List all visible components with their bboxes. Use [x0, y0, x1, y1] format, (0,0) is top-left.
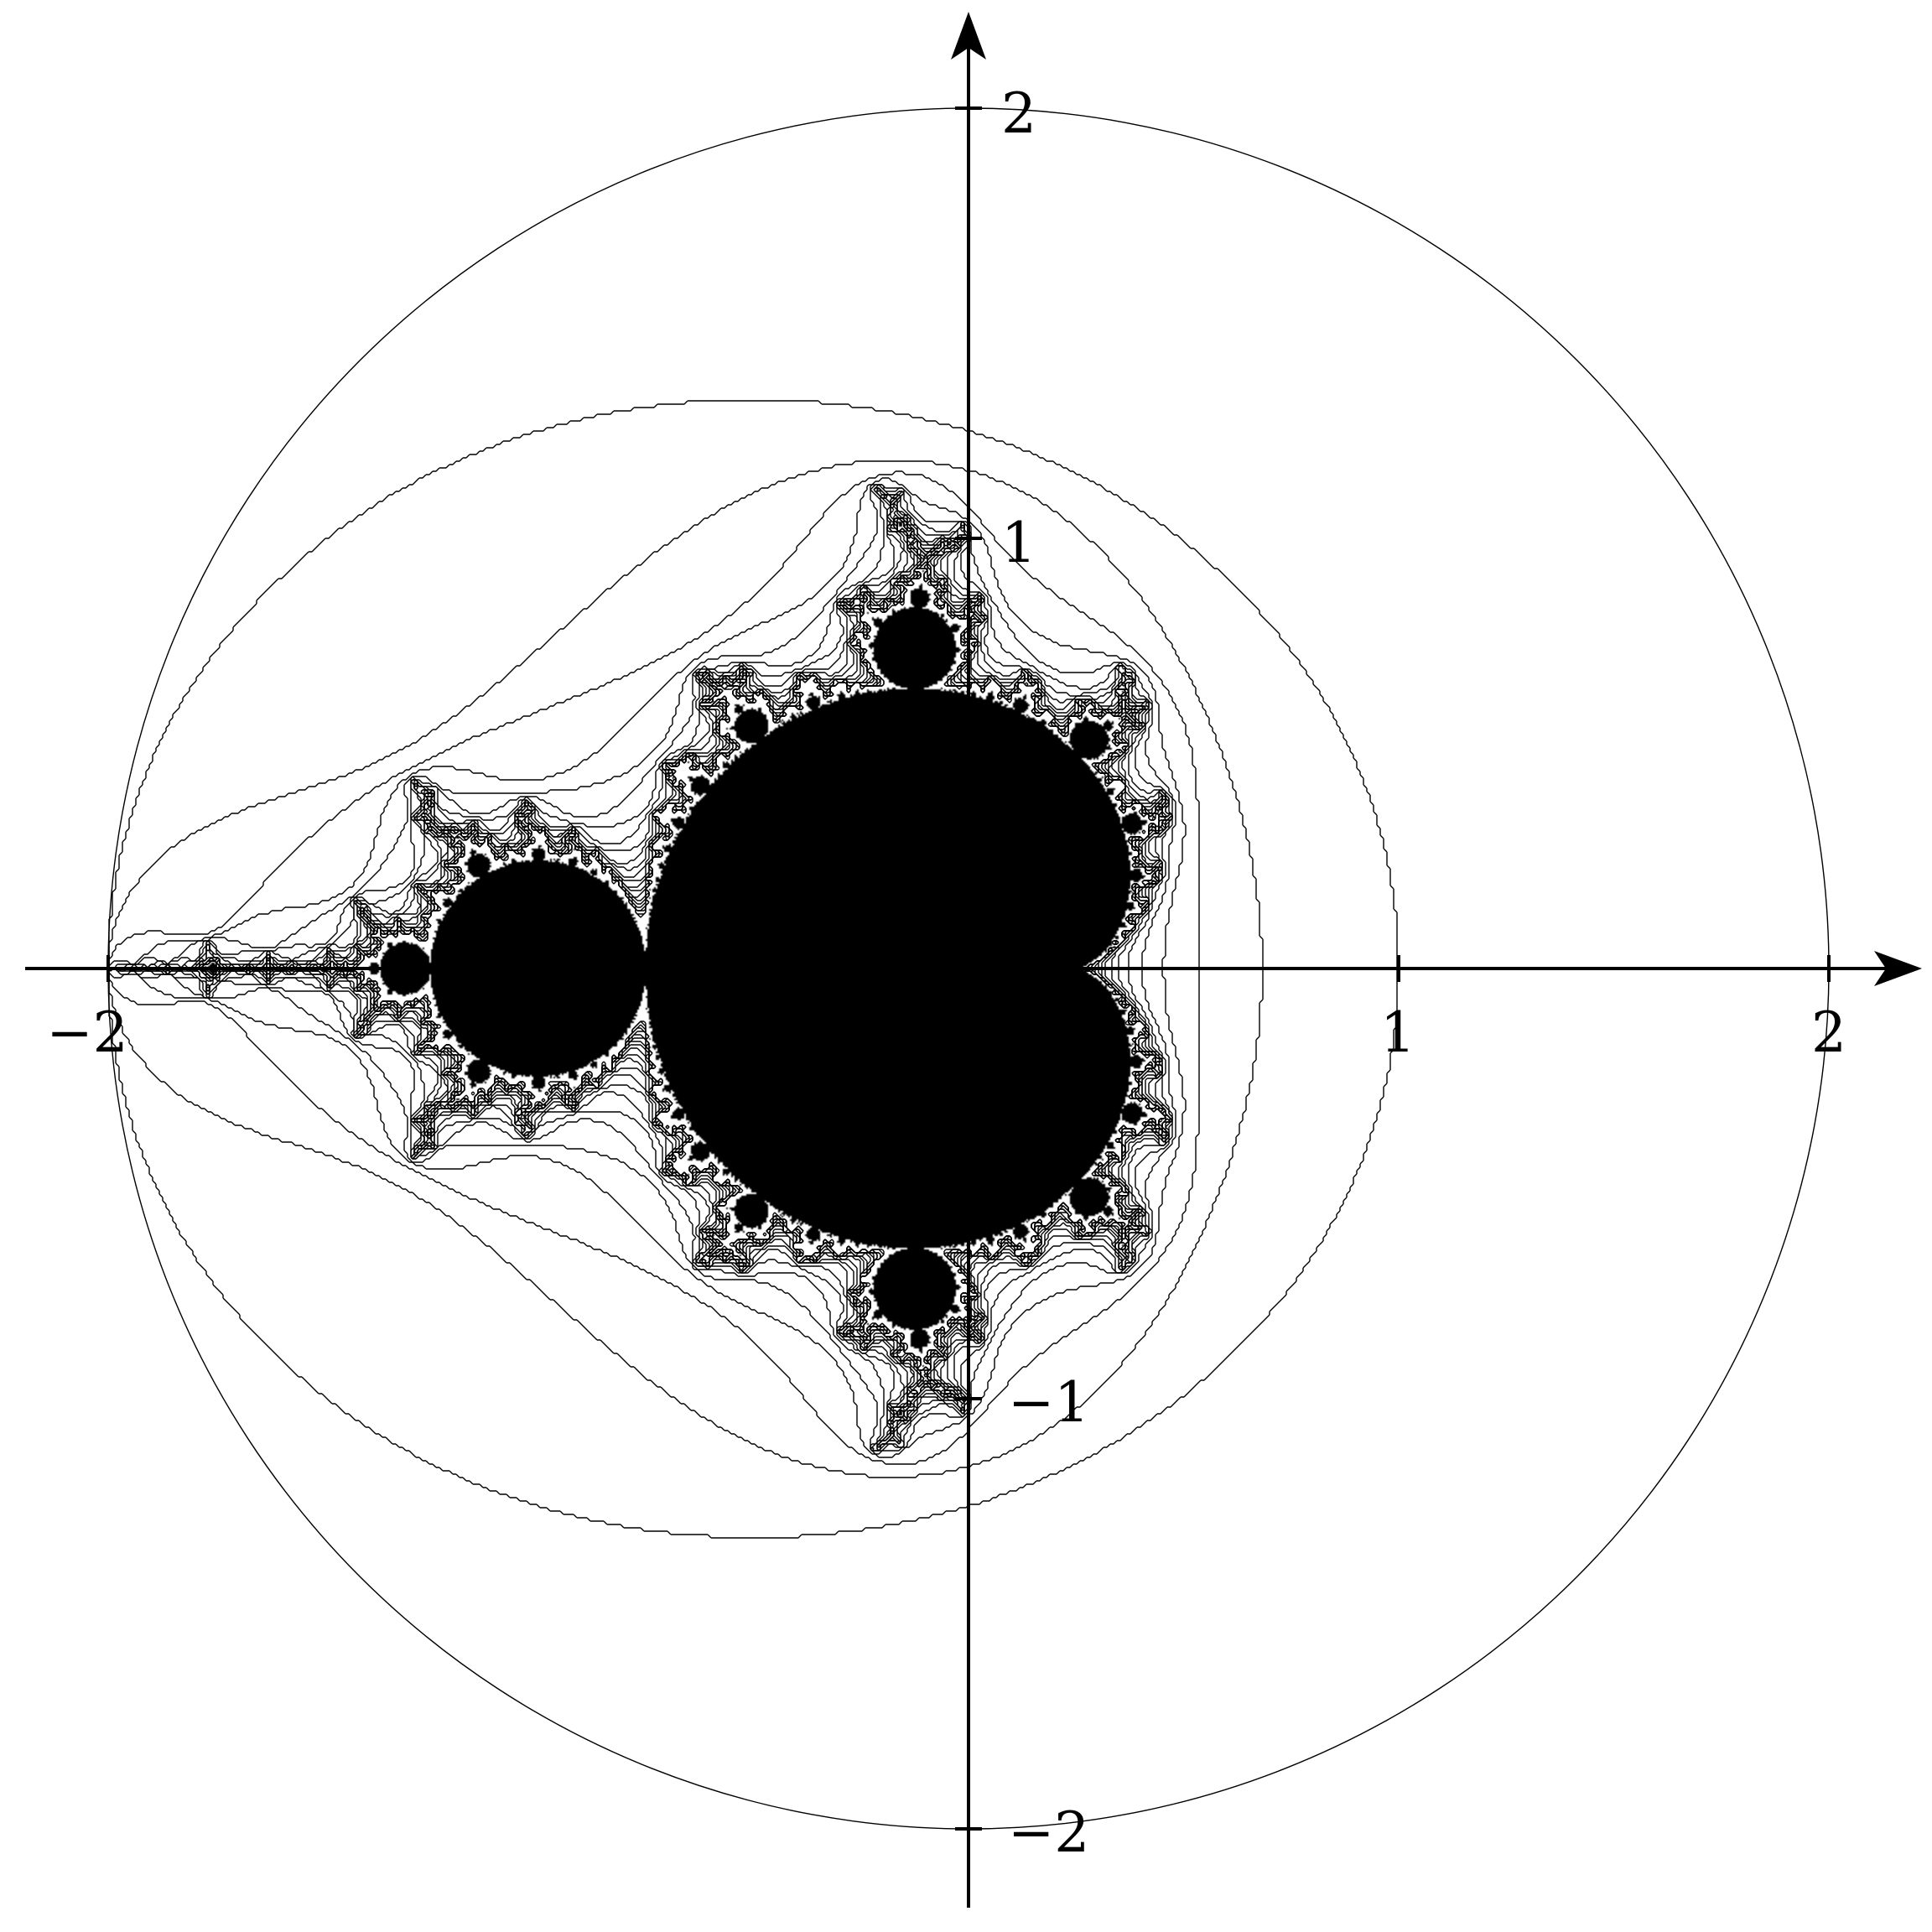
level-curve [202, 517, 1166, 1425]
level-curve [108, 400, 1398, 1539]
x-tick-label-2: 2 [1811, 1000, 1846, 1065]
level-curve [108, 477, 1187, 1458]
y-tick-labels: 2 1 −1 −2 [1001, 81, 1089, 1865]
origin-label: 0 [1000, 1000, 1035, 1065]
axes [25, 12, 1922, 1908]
y-tick-label-minus-1: −1 [1008, 1370, 1089, 1435]
level-curve [108, 484, 1176, 1455]
y-tick-label-1: 1 [1001, 511, 1036, 575]
level-curve [108, 484, 1173, 1452]
x-axis-arrow-icon [1874, 951, 1922, 986]
x-tick-labels: −2 −1 0 1 2 [46, 1000, 1846, 1065]
level-curves [107, 107, 1830, 1830]
x-tick-label-minus-1: −1 [475, 1000, 557, 1065]
level-curve [108, 460, 1264, 1478]
y-axis-arrow-icon [951, 12, 986, 60]
axis-ticks [106, 106, 1831, 1831]
y-tick-label-2: 2 [1001, 81, 1036, 146]
x-tick-label-1: 1 [1380, 1000, 1415, 1065]
y-tick-label-minus-2: −2 [1008, 1800, 1089, 1865]
level-curve [108, 470, 1200, 1465]
x-tick-label-minus-2: −2 [46, 1000, 127, 1065]
level-curve [118, 484, 1173, 1452]
